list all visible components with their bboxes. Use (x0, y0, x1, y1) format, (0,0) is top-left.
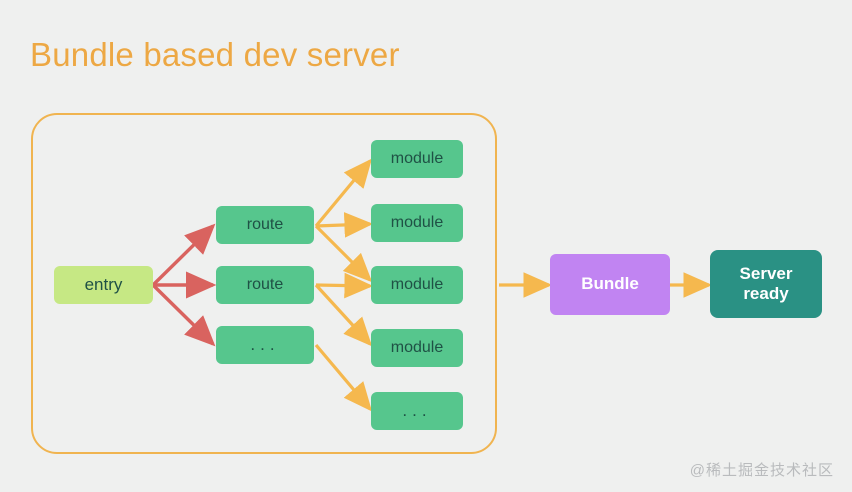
node-bundle-label: Bundle (581, 274, 639, 294)
node-route-ellipsis-label: ... (250, 334, 280, 354)
node-module-3[interactable]: module (371, 266, 463, 304)
node-route-1[interactable]: route (216, 206, 314, 244)
bundle-graph-group (31, 113, 497, 454)
page-title: Bundle based dev server (30, 36, 400, 73)
node-entry-label: entry (84, 274, 123, 294)
node-module-2-label: module (390, 213, 444, 231)
node-module-ellipsis[interactable]: ... (371, 392, 463, 430)
node-module-2[interactable]: module (371, 204, 463, 242)
node-server-ready-line2: ready (743, 284, 789, 303)
node-server-ready-line1: Server (739, 263, 793, 283)
node-route-2[interactable]: route (216, 266, 314, 304)
node-entry[interactable]: entry (54, 266, 153, 304)
watermark: @稀土掘金技术社区 (689, 462, 834, 479)
node-bundle[interactable]: Bundle (550, 254, 670, 315)
node-module-4[interactable]: module (371, 329, 463, 367)
node-module-1[interactable]: module (371, 140, 463, 178)
node-module-4-label: module (390, 338, 444, 356)
node-module-3-label: module (390, 275, 444, 293)
node-route-2-label: route (246, 275, 284, 293)
node-route-ellipsis[interactable]: ... (216, 326, 314, 364)
node-module-1-label: module (390, 149, 444, 167)
node-server-ready[interactable]: Server ready (710, 250, 822, 318)
node-route-1-label: route (246, 215, 284, 233)
node-module-ellipsis-label: ... (402, 400, 432, 420)
